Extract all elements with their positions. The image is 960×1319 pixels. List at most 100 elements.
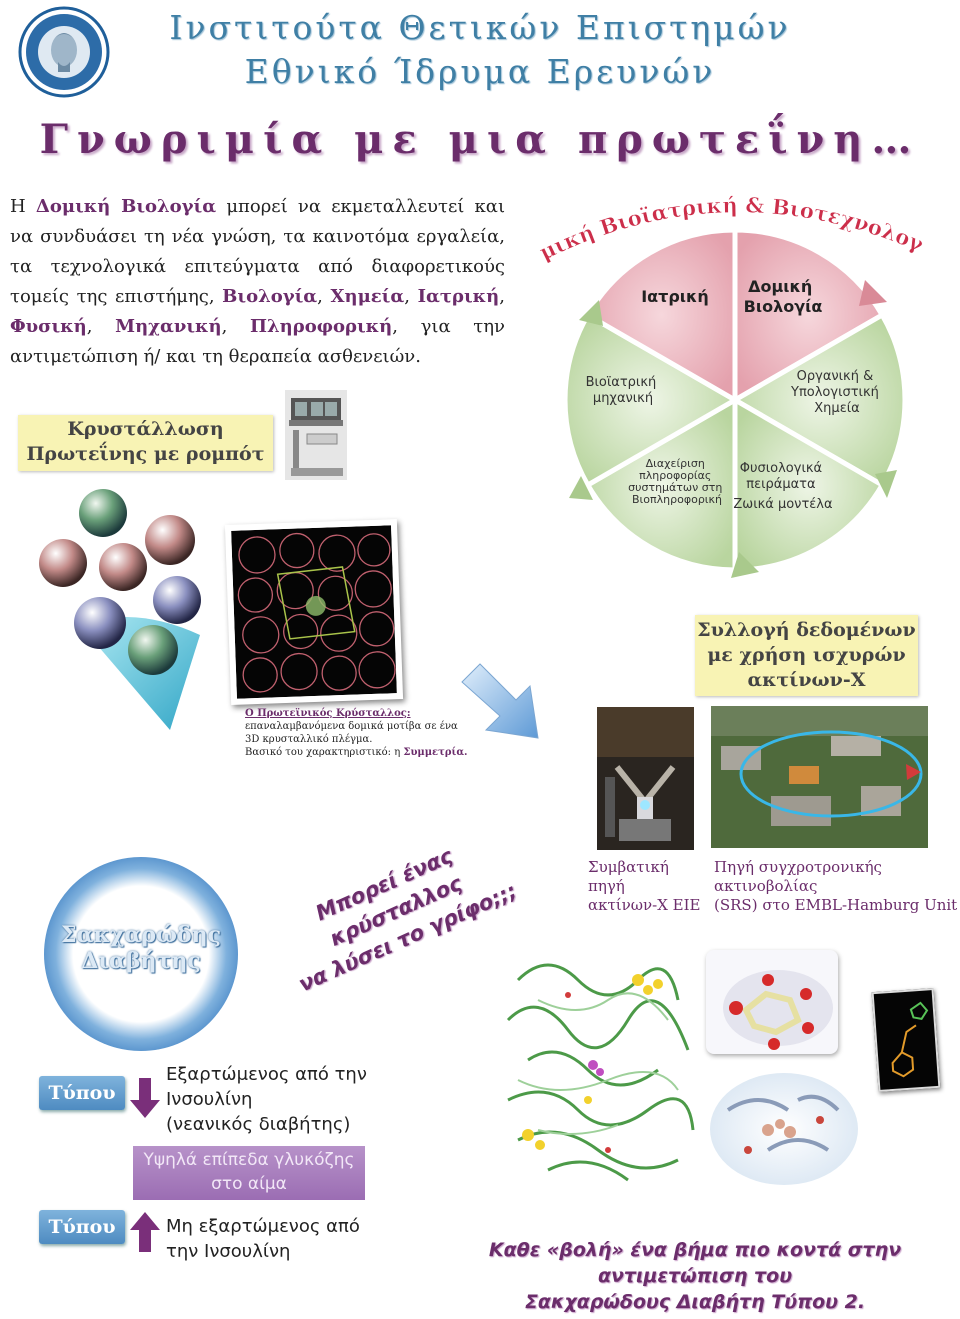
crystal-caption-line: 3D κρυσταλλικό πλέγμα.: [245, 734, 373, 745]
type1-description: Εξαρτώμενος από την Ινσουλίνη (νεανικός …: [166, 1062, 376, 1137]
footer-line: Σακχαρώδους Διαβήτη Τύπου 2.: [524, 1291, 866, 1313]
keyword-medicine: Ιατρική: [417, 286, 500, 307]
wheel-segment-chemistry: [730, 311, 908, 489]
xray-source-photo: [597, 707, 694, 850]
intro-paragraph: Η Δομική Βιολογία μπορεί να εκμεταλλευτε…: [10, 192, 505, 372]
foundation-name: Εθνικό Ίδρυμα Ερευνών: [244, 52, 716, 91]
conventional-xray-caption-line: Συμβατική πηγή: [588, 858, 669, 895]
disciplines-wheel: Δομική Βιοϊατρική & Βιοτεχνολογία Δομική: [517, 160, 945, 580]
crystallization-label-line: Κρυστάλλωση: [67, 418, 224, 440]
wheel-arrow-icon: [569, 476, 593, 500]
wheel-segment-bioinformatics: [584, 395, 738, 573]
type1-description-line: Ινσουλίνη: [166, 1089, 253, 1110]
arrow-down-icon: [130, 1078, 160, 1118]
conventional-xray-caption-line: ακτίνων-Χ ΕΙΕ: [588, 896, 701, 914]
intro-text: Η: [10, 196, 36, 217]
wheel-label: Χημεία: [814, 401, 859, 416]
footer-message: Καθε «βολή» ένα βήμα πιο κοντά στην αντι…: [470, 1237, 920, 1315]
high-glucose-line: στο αίμα: [211, 1174, 287, 1194]
keyword-informatics: Πληροφορική: [250, 316, 393, 337]
wheel-label: πληροφορίας: [639, 469, 711, 482]
footer-line: Καθε «βολή» ένα βήμα πιο κοντά στην: [488, 1239, 902, 1261]
wheel-segment-medicine: [584, 227, 738, 405]
wheel-label: Δομική: [748, 277, 812, 296]
crystallization-label: Κρυστάλλωση Πρωτεΐνης με ρομπότ: [18, 415, 273, 471]
crystal-caption-line: επαναλαμβανόμενα δομικά μοτίβα σε ένα: [245, 721, 458, 732]
keyword-structural-biology: Δομική Βιολογία: [35, 196, 217, 217]
arrow-down-right-icon: [458, 660, 548, 742]
type1-label: Τύπου 1: [39, 1076, 125, 1138]
synchrotron-caption-line: (SRS) στο EMBL-Hamburg Unit: [714, 896, 958, 914]
institute-name: Ινστιτούτα Θετικών Επιστημών: [169, 8, 791, 47]
page-title: Γνωριμία με μια πρωτεΐνη…: [39, 116, 921, 163]
type2-label: Τύπου 2: [39, 1210, 125, 1272]
protein-crystal-lattice-image: [224, 519, 404, 705]
crystal-drops-illustration: [35, 485, 210, 735]
wheel-label: μηχανική: [593, 391, 653, 406]
separator: ,: [404, 286, 418, 307]
crystallization-label-line: Πρωτεΐνης με ρομπότ: [26, 443, 265, 465]
synchrotron-aerial-photo: [711, 706, 928, 848]
high-glucose-box: Υψηλά επίπεδα γλυκόζης στο αίμα: [133, 1146, 365, 1200]
ligand-molecule-image: [706, 950, 838, 1054]
wheel-arrow-icon: [579, 300, 603, 326]
wheel-label: Βιοπληροφορική: [632, 493, 722, 506]
type1-description-line: Εξαρτώμενος από την: [166, 1064, 367, 1085]
binding-site-image: [708, 1070, 860, 1188]
diabetes-circle-line: Διαβήτης: [81, 948, 201, 974]
crystal-caption-line: Βασικό του χαρακτηριστικό: η Συμμετρία.: [245, 746, 475, 759]
wheel-label: Ζωικά μοντέλα: [733, 497, 832, 512]
diabetes-circle: [42, 855, 240, 1053]
crystal-caption-title: Ο Πρωτεϊνικός Κρύσταλλος:: [245, 708, 411, 719]
separator: ,: [221, 316, 251, 337]
diabetes-circle-label: Σακχαρώδης Διαβήτης: [42, 922, 240, 974]
separator: ,: [317, 286, 331, 307]
synchrotron-caption-line: Πηγή συγχροτρονικής ακτινοβολίας: [714, 858, 882, 895]
symmetry-keyword: Συμμετρία.: [403, 747, 468, 758]
type2-description: Μη εξαρτώμενος από την Ινσουλίνη: [166, 1214, 376, 1264]
svg-text:Δομική Βιολογία: Δομική Βιολογία: [744, 277, 823, 316]
separator: ,: [499, 286, 505, 307]
wheel-label: Βιοϊατρική: [586, 375, 657, 390]
wheel-label: Βιολογία: [744, 297, 823, 316]
footer-line: αντιμετώπιση του: [597, 1265, 793, 1287]
wheel-arrow-icon: [859, 280, 887, 306]
institute-logo: [18, 6, 110, 98]
type1-description-line: (νεανικός διαβήτης): [166, 1114, 351, 1135]
keyword-biology: Βιολογία: [222, 286, 318, 307]
crystal-caption-text: Βασικό του χαρακτηριστικό: η: [245, 747, 404, 758]
wheel-segment-biomedical-engineering: [562, 311, 740, 489]
protein-structure-illustration: [488, 940, 700, 1192]
keyword-engineering: Μηχανική: [115, 316, 222, 337]
wheel-label: Υπολογιστική: [790, 385, 879, 400]
synchrotron-caption: Πηγή συγχροτρονικής ακτινοβολίας (SRS) σ…: [714, 858, 960, 915]
intro-text: , για την αντιμετώπιση ή/ και τη θεραπεί…: [10, 316, 505, 367]
svg-text:Βιοϊατρική μηχανική: Βιοϊατρική μηχανική: [586, 375, 661, 406]
high-glucose-line: Υψηλά επίπεδα γλυκόζης: [143, 1150, 355, 1170]
wheel-label: Οργανική &: [797, 369, 874, 384]
type2-description-line: Μη εξαρτώμενος από: [166, 1216, 360, 1237]
wheel-arrow-icon: [731, 552, 759, 578]
keyword-chemistry: Χημεία: [330, 286, 405, 307]
svg-text:Διαχείριση πληροφορίας: Διαχείριση πληροφορίας συστημάτων στη Βι…: [628, 457, 726, 506]
data-collection-label-line: με χρήση ισχυρών: [707, 644, 906, 666]
wheel-arrow-icon: [875, 470, 897, 498]
docking-screen-image: [871, 987, 941, 1093]
wheel-label: Διαχείριση: [646, 457, 705, 470]
data-collection-label: Συλλογή δεδομένων με χρήση ισχυρών ακτίν…: [695, 615, 918, 696]
keyword-physics: Φυσική: [10, 316, 87, 337]
diabetes-circle-line: Σακχαρώδης: [60, 922, 221, 948]
type2-description-line: την Ινσουλίνη: [166, 1241, 291, 1262]
arrow-up-icon: [130, 1212, 160, 1252]
conventional-xray-caption: Συμβατική πηγή ακτίνων-Χ ΕΙΕ: [588, 858, 708, 915]
data-collection-label-line: ακτίνων-Χ: [747, 669, 866, 691]
robot-photo: [285, 390, 347, 480]
data-collection-label-line: Συλλογή δεδομένων: [697, 619, 916, 641]
wheel-label: Ιατρική: [641, 287, 709, 306]
svg-text:Φυσιολογικά πειράματα: Φυσιολογικά πειράματα Ζωικά μοντέλα: [733, 461, 832, 512]
separator: ,: [86, 316, 116, 337]
intro-text: μπορεί να εκμεταλλευτεί και να συνδυάσει…: [10, 196, 506, 307]
svg-text:Οργανική & Υπολογιστική: Οργανική & Υπολογιστική Χημεία: [790, 369, 883, 416]
wheel-label: Φυσιολογικά: [740, 461, 822, 476]
wheel-label: πειράματα: [746, 477, 815, 492]
